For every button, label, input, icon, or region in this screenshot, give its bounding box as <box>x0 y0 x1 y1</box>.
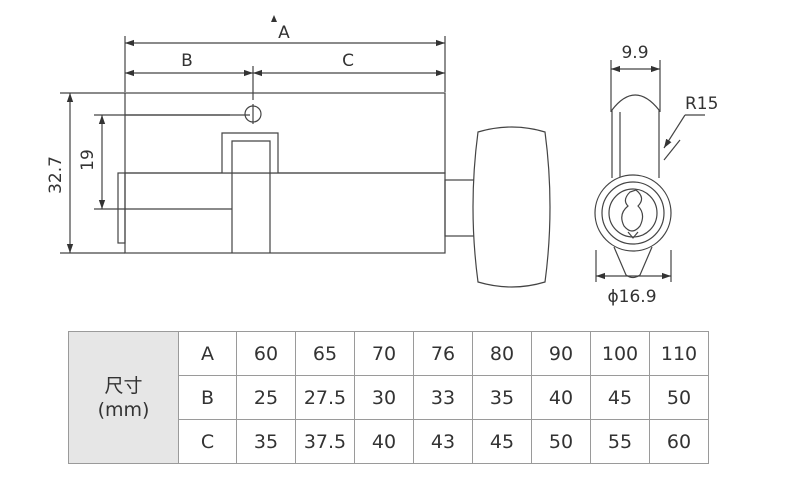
thumb-turn-knob <box>472 126 551 288</box>
table-cell: 50 <box>649 375 709 420</box>
table-header-cell: 尺寸 (mm) <box>68 331 179 464</box>
row-label: C <box>178 419 237 464</box>
row-label: A <box>178 331 237 376</box>
dim-label-c: C <box>342 51 354 71</box>
dim-label-diameter: ϕ16.9 <box>607 287 656 307</box>
cylinder-body-upper <box>124 92 446 174</box>
table-cell: 80 <box>472 331 532 376</box>
table-cell: 100 <box>590 331 650 376</box>
table-cell: 30 <box>354 375 414 420</box>
knob-shaft <box>444 179 476 237</box>
cylinder-body-lower <box>124 172 446 254</box>
table-cell: 27.5 <box>295 375 355 420</box>
table-cell: 40 <box>531 375 591 420</box>
table-cell: 35 <box>236 419 296 464</box>
dim-label-height-inner: 19 <box>78 149 98 171</box>
dim-label-radius: R15 <box>685 94 718 114</box>
dim-label-side-width: 9.9 <box>621 43 648 63</box>
table-row: B 25 27.5 30 33 35 40 45 50 <box>69 375 709 420</box>
table-cell: 65 <box>295 331 355 376</box>
keyway <box>621 189 644 232</box>
table-header-unit: (mm) <box>97 398 150 421</box>
dim-label-b: B <box>181 51 193 71</box>
dim-label-height-total: 32.7 <box>46 156 66 194</box>
table-cell: 40 <box>354 419 414 464</box>
side-profile-circle <box>594 174 672 252</box>
table-cell: 33 <box>413 375 473 420</box>
table-cell: 45 <box>472 419 532 464</box>
table-cell: 110 <box>649 331 709 376</box>
table-cell: 45 <box>590 375 650 420</box>
table-cell: 60 <box>236 331 296 376</box>
table-cell: 76 <box>413 331 473 376</box>
row-label: B <box>178 375 237 420</box>
table-cell: 50 <box>531 419 591 464</box>
table-cell: 70 <box>354 331 414 376</box>
table-cell: 90 <box>531 331 591 376</box>
table-header-title: 尺寸 <box>104 374 143 397</box>
table-cell: 60 <box>649 419 709 464</box>
table-cell: 35 <box>472 375 532 420</box>
table-row: C 35 37.5 40 43 45 50 55 60 <box>69 419 709 464</box>
side-profile-top <box>611 94 660 178</box>
table-cell: 43 <box>413 419 473 464</box>
size-table: 尺寸 (mm) A 60 65 70 76 80 90 100 110 B 25… <box>68 331 709 464</box>
table-cell: 37.5 <box>295 419 355 464</box>
table-row: 尺寸 (mm) A 60 65 70 76 80 90 100 110 <box>68 331 709 464</box>
dim-label-a: A <box>278 23 290 43</box>
table-cell: 25 <box>236 375 296 420</box>
table-cell: 55 <box>590 419 650 464</box>
lock-cylinder-drawing: A B C 32.7 19 9.9 R15 ϕ16.9 <box>46 15 718 307</box>
